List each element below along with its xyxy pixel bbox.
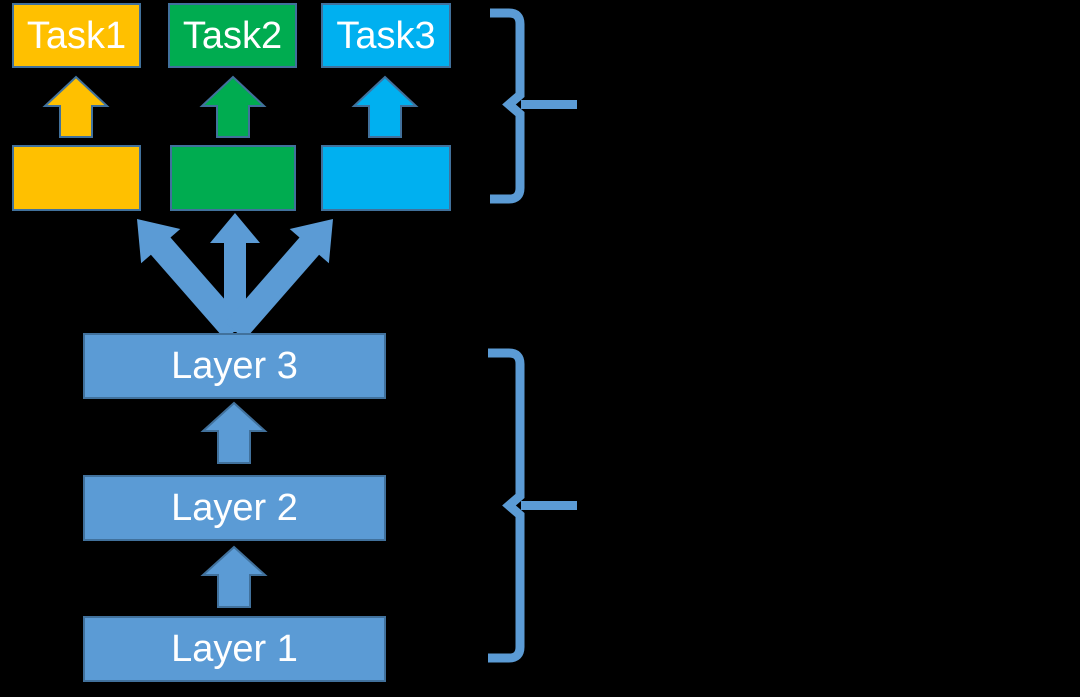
head3-box bbox=[321, 145, 451, 211]
task1-box: Task1 bbox=[12, 3, 141, 68]
upper-brace bbox=[490, 8, 525, 204]
head1-box bbox=[12, 145, 141, 211]
task2-box: Task2 bbox=[168, 3, 297, 68]
arrow-head2-to-task2 bbox=[199, 75, 267, 138]
layer3-label: Layer 3 bbox=[171, 345, 298, 387]
layer1-label: Layer 1 bbox=[171, 628, 298, 670]
arrow-head1-to-task1 bbox=[42, 75, 110, 138]
task3-box: Task3 bbox=[321, 3, 451, 68]
head2-box bbox=[170, 145, 296, 211]
lower-brace bbox=[488, 348, 525, 663]
layer3-box: Layer 3 bbox=[83, 333, 386, 399]
layer2-box: Layer 2 bbox=[83, 475, 386, 541]
branch-arrow-up bbox=[210, 213, 260, 332]
task1-label: Task1 bbox=[26, 14, 127, 57]
arrow-layer1-to-layer2 bbox=[200, 545, 268, 608]
branch-arrow-left bbox=[137, 219, 245, 340]
layer2-label: Layer 2 bbox=[171, 487, 298, 529]
arrow-layer2-to-layer3 bbox=[200, 401, 268, 464]
task3-label: Task3 bbox=[336, 14, 436, 57]
task2-label: Task2 bbox=[182, 14, 283, 57]
arrow-head3-to-task3 bbox=[351, 75, 419, 138]
layer1-box: Layer 1 bbox=[83, 616, 386, 682]
branch-arrow-right bbox=[225, 219, 333, 340]
